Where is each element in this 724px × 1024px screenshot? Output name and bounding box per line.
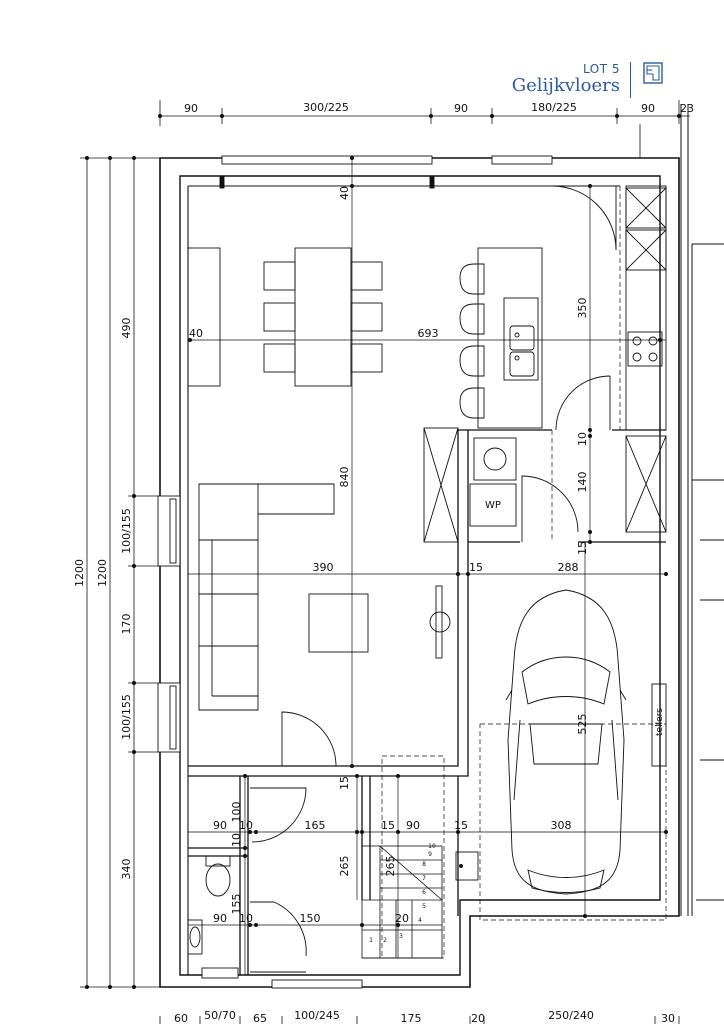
dim-100: 100 xyxy=(230,802,243,823)
dim-350: 350 xyxy=(576,298,589,319)
kitchen-door xyxy=(551,185,617,431)
dim-265-b: 265 xyxy=(384,856,397,877)
dim-15-a: 15 xyxy=(576,541,589,555)
dim-top-3: 90 xyxy=(454,102,468,115)
exterior-walls xyxy=(159,157,680,988)
garage-items xyxy=(455,683,667,881)
dim-10-c: 10 xyxy=(239,819,253,832)
dim-288: 288 xyxy=(558,561,579,574)
dim-left-490: 490 xyxy=(120,318,133,339)
stair-step-6: 6 xyxy=(422,889,426,896)
stair-step-7: 7 xyxy=(422,875,426,882)
dim-bottom-65: 65 xyxy=(253,1012,267,1024)
stair-step-8: 8 xyxy=(422,861,426,868)
interior-dimension-lines xyxy=(188,158,666,975)
living-door xyxy=(281,711,337,767)
hall-doors xyxy=(250,787,307,973)
bottom-windows xyxy=(201,967,363,989)
stair-step-5: 5 xyxy=(422,903,426,910)
staircase xyxy=(361,845,443,959)
stair-step-3: 3 xyxy=(399,933,403,940)
dim-bottom-100-245: 100/245 xyxy=(294,1009,340,1022)
stair-step-1: 1 xyxy=(369,937,373,944)
car xyxy=(505,589,627,895)
adjacent-unit xyxy=(680,104,724,916)
lot-label: LOT 5 xyxy=(583,62,620,76)
dim-left-100-155a: 100/155 xyxy=(120,508,133,554)
dining-table xyxy=(187,247,383,387)
dim-90-a: 90 xyxy=(213,819,227,832)
dim-left-340: 340 xyxy=(120,859,133,880)
floor-title: Gelijkvloers xyxy=(511,75,620,96)
utility xyxy=(423,427,667,543)
toilet xyxy=(187,855,231,955)
dim-15-d: 15 xyxy=(381,819,395,832)
dim-left-170: 170 xyxy=(120,614,133,635)
dim-90-c: 90 xyxy=(213,912,227,925)
dim-265: 265 xyxy=(338,856,351,877)
stair-numbers: 1 2 3 4 5 6 7 8 9 10 xyxy=(369,843,436,944)
dim-150: 150 xyxy=(300,912,321,925)
stair-step-2: 2 xyxy=(383,937,387,944)
dim-top-4: 180/225 xyxy=(531,101,577,114)
dim-40-left: 40 xyxy=(189,327,203,340)
top-dimension-line xyxy=(159,100,690,158)
dim-bottom-250-240: 250/240 xyxy=(548,1009,594,1022)
top-windows xyxy=(219,155,553,189)
tellers-label: tellers xyxy=(655,708,665,736)
bottom-dimension-line xyxy=(159,1016,680,1024)
dim-390: 390 xyxy=(313,561,334,574)
dim-top-2: 300/225 xyxy=(303,101,349,114)
dim-bottom-20: 20 xyxy=(471,1012,485,1024)
interior-walls xyxy=(188,429,666,975)
dim-693: 693 xyxy=(418,327,439,340)
dim-308: 308 xyxy=(551,819,572,832)
dim-left-1200b: 1200 xyxy=(96,559,109,587)
dim-140: 140 xyxy=(576,472,589,493)
dim-10-b: 10 xyxy=(230,833,243,847)
dim-15-b: 15 xyxy=(469,561,483,574)
dim-top-6: 23 xyxy=(680,102,694,115)
living-furniture xyxy=(198,483,451,711)
stair-step-10: 10 xyxy=(428,843,436,850)
dim-15-c: 15 xyxy=(338,776,351,790)
stair-step-9: 9 xyxy=(428,851,432,858)
kitchen xyxy=(459,185,667,431)
dim-840: 840 xyxy=(338,467,351,488)
dashed-lines xyxy=(188,185,667,959)
dim-10-d: 10 xyxy=(239,912,253,925)
left-windows xyxy=(157,495,181,753)
dim-525: 525 xyxy=(576,714,589,735)
dim-top-1: 90 xyxy=(184,102,198,115)
dim-40-top: 40 xyxy=(338,186,351,200)
dim-20: 20 xyxy=(395,912,409,925)
dim-10-a: 10 xyxy=(576,432,589,446)
dim-bottom-60: 60 xyxy=(174,1012,188,1024)
dim-15-e: 15 xyxy=(454,819,468,832)
dim-90-b: 90 xyxy=(406,819,420,832)
dim-top-5: 90 xyxy=(641,102,655,115)
dim-165: 165 xyxy=(305,819,326,832)
dim-bottom-50-70: 50/70 xyxy=(204,1009,236,1022)
dim-left-1200a: 1200 xyxy=(73,559,86,587)
dim-bottom-30: 30 xyxy=(661,1012,675,1024)
stair-step-4: 4 xyxy=(418,917,422,924)
dim-bottom-175: 175 xyxy=(401,1012,422,1024)
floorplan-icon xyxy=(643,62,663,84)
wp-label: WP xyxy=(485,500,501,511)
dim-155: 155 xyxy=(230,894,243,915)
header-divider xyxy=(630,62,631,98)
dim-left-100-155b: 100/155 xyxy=(120,694,133,740)
